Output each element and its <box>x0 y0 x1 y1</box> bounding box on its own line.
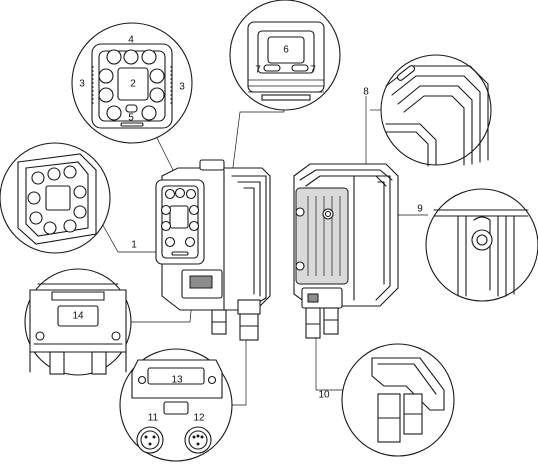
detail-heatsink <box>425 188 538 302</box>
detail-top-indicators <box>229 0 341 111</box>
callout-11: 11 <box>148 413 159 424</box>
detail-front-plate <box>0 142 111 254</box>
detail-connectors <box>119 348 233 462</box>
callout-13: 13 <box>171 375 183 386</box>
callout-9: 9 <box>417 204 423 215</box>
callout-1: 1 <box>131 240 137 251</box>
callout-4: 4 <box>128 35 134 46</box>
callout-14: 14 <box>72 311 84 322</box>
callout-5: 5 <box>128 113 134 124</box>
callout-7-left: 7 <box>255 65 261 76</box>
callout-7-right: 7 <box>310 65 316 76</box>
callout-3-left: 3 <box>79 79 85 90</box>
camera-back-view <box>293 163 399 339</box>
detail-front-face <box>71 22 193 144</box>
callout-8: 8 <box>363 87 369 98</box>
callout-3-right: 3 <box>179 82 185 93</box>
callout-2: 2 <box>130 79 136 90</box>
callout-12: 12 <box>193 413 205 424</box>
callout-labels: 1 2 3 3 4 5 6 7 7 8 9 10 11 12 13 14 <box>72 35 423 424</box>
detail-connector-housing <box>341 343 455 457</box>
callout-6: 6 <box>283 45 289 56</box>
camera-front-view <box>155 159 271 341</box>
detail-housing-edge <box>380 54 492 167</box>
detail-bottom-port <box>24 268 132 376</box>
callout-10: 10 <box>318 390 330 401</box>
